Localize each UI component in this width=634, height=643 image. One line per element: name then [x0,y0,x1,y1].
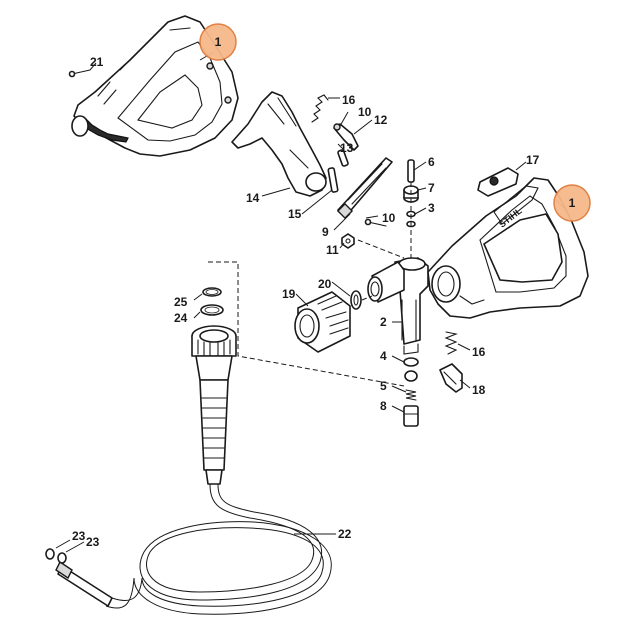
label-17: 17 [526,153,540,167]
catch-18 [439,363,463,393]
label-4: 4 [380,349,387,363]
trigger-lever [231,91,327,197]
label-23-b: 23 [86,535,100,549]
spring-16-right [444,331,458,355]
pin-6 [407,159,415,183]
label-23-a: 23 [72,529,86,543]
handle-shell-left [71,15,239,157]
label-15: 15 [288,207,302,221]
oring-20 [350,290,362,310]
clip-17 [477,167,519,197]
label-25: 25 [174,295,188,309]
nut-11 [341,233,355,249]
label-12: 12 [374,113,388,127]
label-5: 5 [380,379,387,393]
hose-22 [55,483,332,615]
label-22: 22 [338,527,352,541]
spring-5 [405,389,417,401]
spring-16-top [311,94,329,123]
screw-21 [68,69,91,78]
label-10-top: 10 [358,105,372,119]
callout-1-right[interactable]: 1 [553,184,591,222]
ring-24 [200,304,224,316]
label-10-lower: 10 [382,211,396,225]
label-24: 24 [174,311,188,325]
label-13: 13 [340,141,354,155]
callout-label-1-right: 1 [569,196,576,210]
seal-4 [403,357,419,382]
label-14: 14 [246,191,260,205]
callout-1-top[interactable]: 1 [199,23,237,61]
label-8: 8 [380,399,387,413]
label-19: 19 [282,287,296,301]
label-20: 20 [318,277,332,291]
label-21: 21 [90,55,104,69]
label-16-top: 16 [342,93,356,107]
pin-10-lower [364,218,387,227]
union-nut-19 [294,291,351,353]
valve-body [367,257,429,355]
pin-13 [337,149,349,167]
pin-15 [327,167,339,193]
lever-link-12 [333,123,359,151]
fitting-8 [403,405,419,427]
label-7: 7 [428,181,435,195]
label-18: 18 [472,383,486,397]
hose-coupling [191,325,237,485]
label-9: 9 [322,225,329,239]
oring-25 [202,287,222,297]
assembly-dash-lines [208,182,412,387]
label-6: 6 [428,155,435,169]
label-11: 11 [326,243,339,257]
label-16-right: 16 [472,345,486,359]
label-3: 3 [428,201,435,215]
label-2: 2 [380,315,387,329]
callout-label-1-top: 1 [215,35,222,49]
lock-bar [336,157,393,220]
oring-23 [45,548,67,564]
part-labels: 21 16 10 12 13 14 15 9 10 11 6 7 3 2 4 5… [72,55,540,549]
leader-lines [55,51,567,553]
handle-grip-right: STIHL [427,177,589,319]
